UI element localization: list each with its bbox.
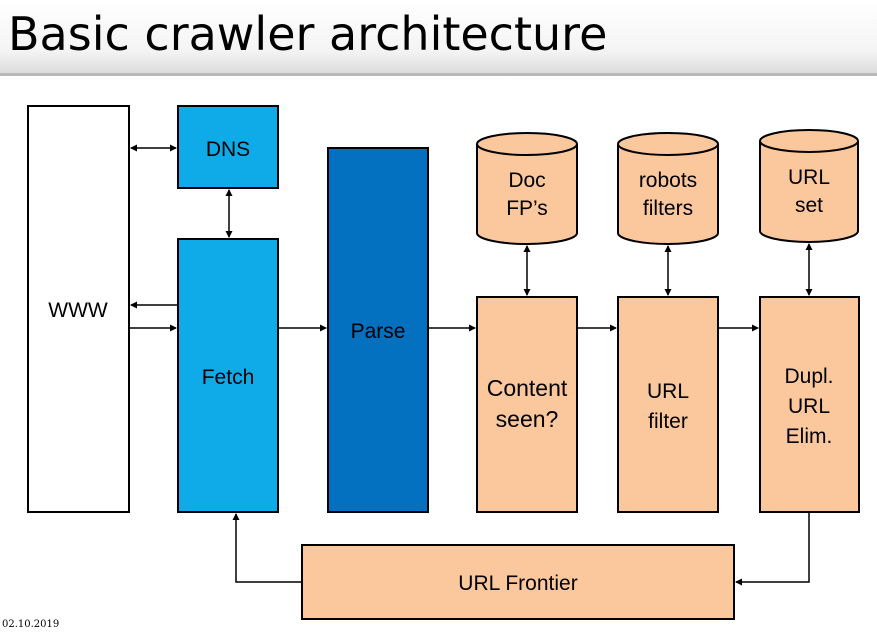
parse-label: Parse: [351, 320, 406, 343]
dupl-elim-label-1: Dupl.: [784, 365, 833, 388]
dupl-elim-label-3: Elim.: [786, 425, 833, 448]
content-seen-label-1: Content: [487, 375, 568, 401]
arrow-frontier-fetch: [232, 513, 302, 583]
dupl-elim-box: [759, 296, 860, 513]
slide-title: Basic crawler architecture: [8, 7, 608, 61]
slide-date: 02.10.2019: [2, 619, 60, 630]
doc-fps-label-2: FP’s: [506, 197, 548, 220]
url-set-store: [759, 129, 859, 243]
dns-label: DNS: [206, 138, 250, 161]
robots-filters-label-1: robots: [639, 169, 697, 192]
www-label: WWW: [48, 299, 108, 322]
url-frontier-label: URL Frontier: [458, 572, 577, 595]
url-frontier-box: [301, 544, 735, 620]
url-filter-label-2: filter: [648, 410, 688, 433]
content-seen-box: [476, 296, 578, 513]
url-set-label-1: URL: [788, 166, 830, 189]
doc-fps-label-1: Doc: [508, 169, 545, 192]
url-filter-box: [617, 296, 719, 513]
url-filter-label-1: URL: [647, 380, 689, 403]
url-set-label-2: set: [795, 194, 823, 217]
title-bar: Basic crawler architecture: [0, 0, 877, 76]
fetch-label: Fetch: [202, 366, 255, 389]
robots-filters-label-2: filters: [643, 197, 693, 220]
content-seen-label-2: seen?: [496, 406, 559, 432]
arrow-dupl-frontier: [735, 512, 810, 586]
doc-fps-store: [476, 132, 578, 245]
robots-filters-store: [617, 132, 719, 245]
www-box: [27, 105, 130, 513]
fetch-box: [177, 238, 279, 513]
dupl-elim-label-2: URL: [788, 395, 830, 418]
dns-box: [177, 105, 279, 189]
parse-box: [327, 147, 429, 513]
